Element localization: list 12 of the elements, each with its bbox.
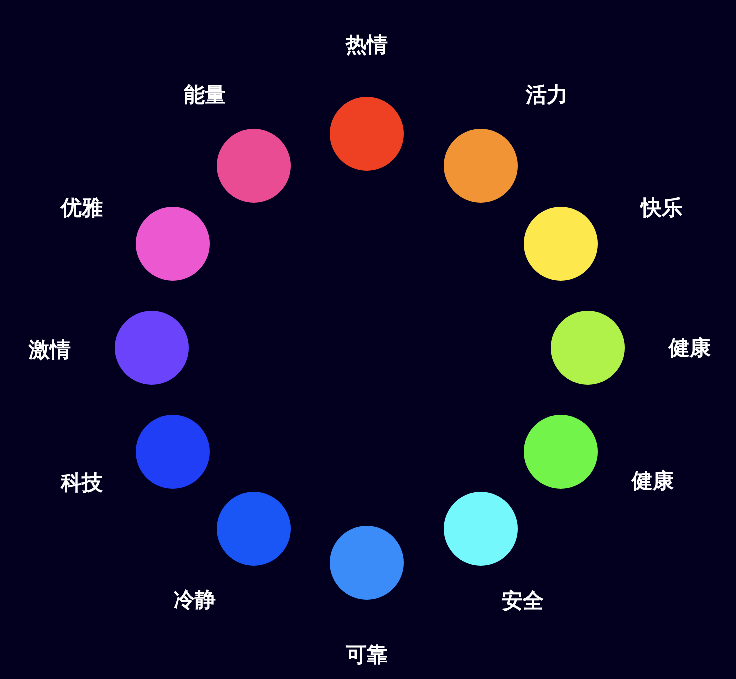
color-label: 热情 (346, 32, 388, 58)
color-label: 安全 (502, 588, 544, 614)
color-label: 快乐 (641, 195, 683, 221)
color-label: 能量 (184, 82, 226, 108)
color-label: 优雅 (61, 195, 103, 221)
color-label: 健康 (669, 335, 711, 361)
color-label: 活力 (526, 82, 568, 108)
color-label: 可靠 (346, 642, 388, 668)
color-label: 激情 (29, 337, 71, 363)
color-label: 冷静 (174, 587, 216, 613)
color-label: 科技 (61, 470, 103, 496)
color-label: 健康 (632, 468, 674, 494)
